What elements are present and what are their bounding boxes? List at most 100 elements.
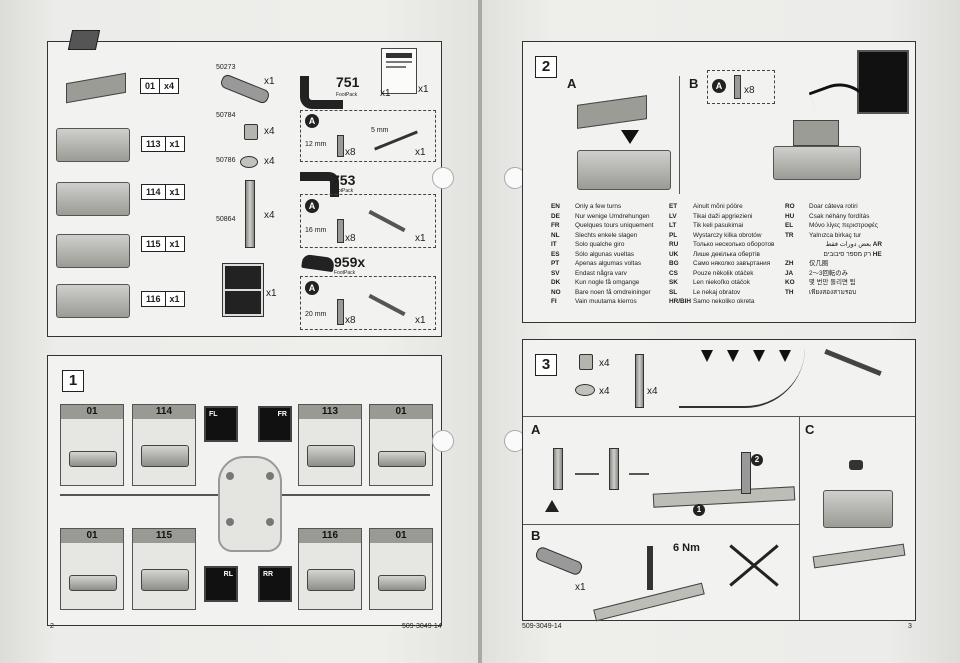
- bolt-qty: x4: [647, 386, 658, 397]
- sub-step-c: C: [805, 422, 815, 437]
- bolt-assembly-icon: [553, 448, 563, 490]
- foot-tile-code: 01: [61, 405, 123, 419]
- bolt-length: 20 mm: [305, 311, 327, 318]
- center-fold: [478, 0, 482, 663]
- footpack-sub: FootPack: [336, 92, 358, 98]
- plate-qty: x1: [575, 582, 586, 593]
- footpack-qty: x1: [380, 88, 391, 99]
- step-number: 3: [535, 354, 557, 376]
- sub-step-b: B: [531, 528, 541, 543]
- tool-qty: x1: [415, 233, 426, 244]
- pad-insert-illustration: [567, 94, 677, 194]
- tool-qty: x1: [415, 147, 426, 158]
- footpack-959x-icon: [301, 253, 335, 273]
- bolt-qty: x8: [345, 315, 356, 326]
- foot-code-box: 113 x1: [141, 136, 185, 152]
- wrong-method-icon: [719, 536, 789, 596]
- step1-panel: 1 01 114 113 01 FL FR 01: [47, 355, 442, 626]
- row-divider: [523, 524, 799, 526]
- position-sticker-sheet: [222, 263, 264, 317]
- sticker-diagram-icon: [857, 50, 909, 114]
- sub-step-b: B: [689, 76, 699, 91]
- foot-tile-code: 114: [133, 405, 195, 419]
- binder-hole: [432, 430, 454, 452]
- panel-divider: [679, 76, 681, 194]
- foot-row-115: 115 x1: [56, 232, 226, 268]
- foot-tile: 01: [369, 404, 433, 486]
- part-code-50786: 50786: [216, 157, 236, 164]
- dash-divider: [575, 473, 599, 475]
- foot-code: 113: [146, 139, 161, 149]
- down-arrows-icon: [701, 350, 791, 364]
- part-qty: x4: [264, 210, 275, 221]
- down-arrow-icon: [621, 130, 639, 144]
- footpack-sub: FootPack: [332, 188, 354, 194]
- screwdriver-icon: [824, 348, 882, 377]
- bolt-icon: [337, 219, 344, 243]
- foot-tile-code: 115: [133, 529, 195, 543]
- foot-qty: x1: [164, 292, 184, 306]
- t-wrench-icon: [368, 209, 406, 233]
- spacer-icon: [244, 124, 258, 140]
- foot-code: 116: [146, 294, 161, 304]
- foot-code: 114: [146, 187, 161, 197]
- foot-tile-code: 116: [299, 529, 361, 543]
- row-divider: [523, 416, 915, 418]
- sticker-fl: FL: [204, 406, 238, 442]
- foot-tile-code: 01: [370, 405, 432, 419]
- part-code-50784: 50784: [216, 112, 236, 119]
- part-qty: x4: [264, 126, 275, 137]
- a-badge: A: [305, 114, 319, 128]
- foot-tile-code: 113: [299, 405, 361, 419]
- bolt-qty: x8: [345, 233, 356, 244]
- bolt-pack-box: A x8: [707, 70, 775, 104]
- washer-icon: [240, 156, 258, 168]
- binder-hole: [432, 167, 454, 189]
- foot-qty: x1: [164, 185, 184, 199]
- foot-tile: 01: [60, 528, 124, 610]
- left-page: 01 x4 113 x1 114 x1 115 x1: [0, 0, 478, 663]
- foot-tile-code: 01: [61, 529, 123, 543]
- callout-1: 1: [693, 504, 705, 516]
- lang-line: بعض دورات فقط AR: [825, 241, 883, 249]
- sticker-qty: x1: [266, 288, 277, 299]
- sticker-rr: RR: [258, 566, 292, 602]
- bolt-icon: [245, 180, 255, 248]
- foot-row-116: 116 x1: [56, 282, 226, 318]
- tool-size: 5 mm: [371, 127, 389, 134]
- footpack-name: 959x: [334, 254, 366, 270]
- doc-code: 509-3049-14: [522, 623, 562, 630]
- foot-code-box: 115 x1: [141, 236, 185, 252]
- footpack-sub: FootPack: [334, 270, 356, 276]
- a-badge: A: [305, 281, 319, 295]
- foot-tile-code: 01: [370, 529, 432, 543]
- part-qty: x4: [264, 156, 275, 167]
- footpack-751-contents: A 12 mm x8 5 mm x1: [300, 110, 436, 162]
- plate-icon: [534, 545, 584, 577]
- install-bolt-illustration: 2 1: [652, 424, 796, 518]
- foot-qty: x4: [159, 79, 178, 93]
- torque-label: 6 Nm: [673, 542, 700, 554]
- footpack-753-icon: [300, 172, 339, 197]
- parts-panel: 01 x4 113 x1 114 x1 115 x1: [47, 30, 442, 337]
- lang-line: רק מספר סיבובים HE: [823, 250, 882, 258]
- foot-code-box: 01 x4: [140, 78, 180, 94]
- foot-row-01: 01 x4: [66, 72, 226, 104]
- foot-tile: 115: [132, 528, 196, 610]
- foot-tile: 01: [60, 404, 124, 486]
- nut-icon: [849, 460, 863, 470]
